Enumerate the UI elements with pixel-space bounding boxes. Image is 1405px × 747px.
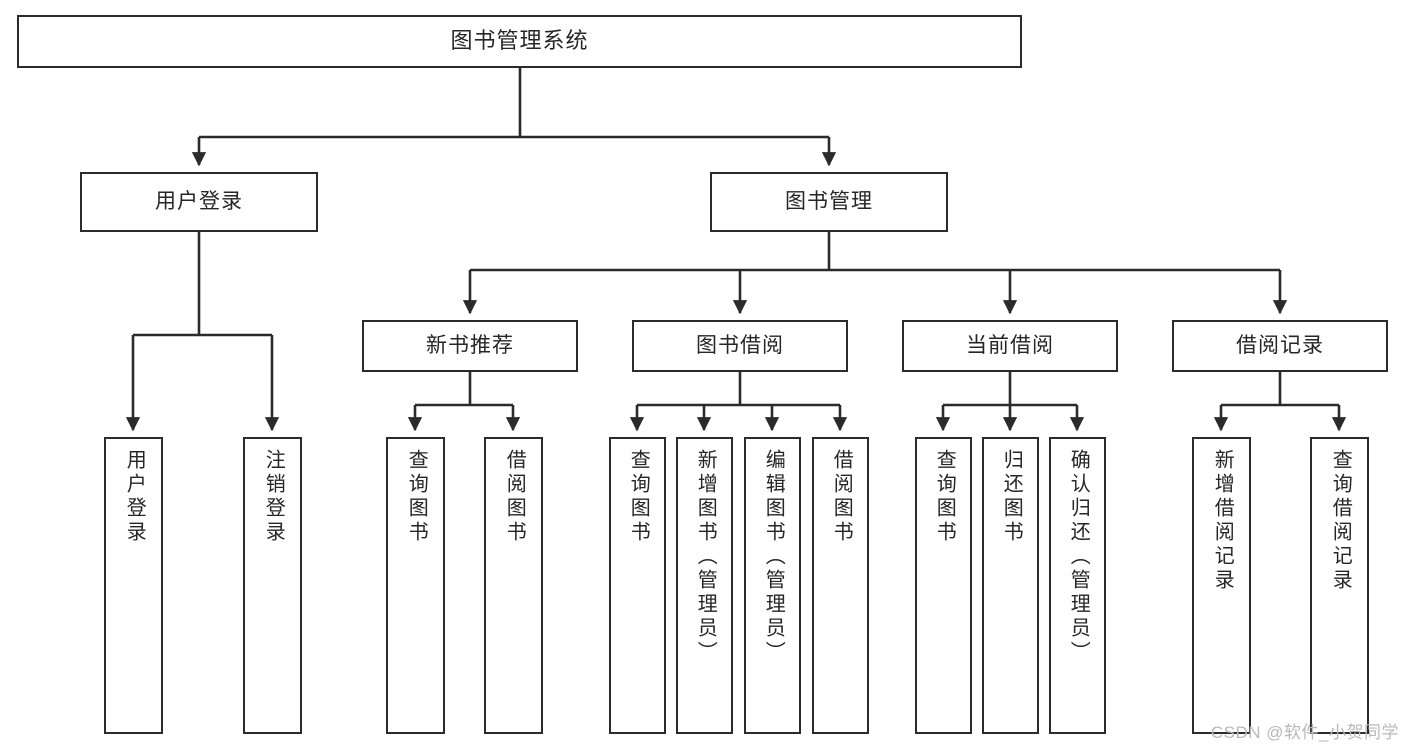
node-leaf-add-borrow-record[interactable]: 新增借阅记录: [1192, 437, 1251, 734]
leaf-label: 查询图书: [933, 449, 956, 545]
leaf-label: 借阅图书: [830, 449, 853, 545]
node-leaf-confirm-return[interactable]: 确认归还（管理员）: [1049, 437, 1106, 734]
leaf-label: 新增图书（管理员）: [694, 449, 717, 665]
node-book-borrow[interactable]: 图书借阅: [632, 320, 848, 372]
node-leaf-borrow-book[interactable]: 借阅图书: [812, 437, 869, 734]
node-current-borrow[interactable]: 当前借阅: [902, 320, 1118, 372]
node-leaf-return-book[interactable]: 归还图书: [982, 437, 1039, 734]
node-leaf-add-book[interactable]: 新增图书（管理员）: [676, 437, 733, 734]
leaf-label: 查询图书: [627, 449, 650, 545]
csdn-watermark: CSDN @软件_小贺同学: [1210, 723, 1399, 742]
node-leaf-query-book-borrow[interactable]: 查询图书: [609, 437, 666, 734]
node-leaf-user-login[interactable]: 用户登录: [104, 437, 163, 734]
leaf-label: 查询图书: [405, 449, 428, 545]
leaf-label: 用户登录: [123, 449, 146, 545]
node-borrow-record[interactable]: 借阅记录: [1172, 320, 1388, 372]
node-leaf-query-book-current[interactable]: 查询图书: [915, 437, 972, 734]
node-root-system[interactable]: 图书管理系统: [17, 15, 1022, 68]
node-book-manage[interactable]: 图书管理: [710, 172, 948, 232]
node-leaf-edit-book[interactable]: 编辑图书（管理员）: [744, 437, 801, 734]
leaf-label: 借阅图书: [503, 449, 526, 545]
leaf-label: 注销登录: [262, 449, 285, 545]
node-new-book-recommend[interactable]: 新书推荐: [362, 320, 578, 372]
node-leaf-logout-login[interactable]: 注销登录: [243, 437, 302, 734]
leaf-label: 新增借阅记录: [1211, 449, 1234, 593]
node-leaf-query-book-recommend[interactable]: 查询图书: [386, 437, 445, 734]
leaf-label: 查询借阅记录: [1329, 449, 1352, 593]
node-leaf-query-borrow-record[interactable]: 查询借阅记录: [1310, 437, 1369, 734]
leaf-label: 确认归还（管理员）: [1067, 449, 1090, 665]
node-user-login[interactable]: 用户登录: [80, 172, 318, 232]
node-leaf-borrow-book-recommend[interactable]: 借阅图书: [484, 437, 543, 734]
leaf-label: 编辑图书（管理员）: [762, 449, 785, 665]
leaf-label: 归还图书: [1000, 449, 1023, 545]
